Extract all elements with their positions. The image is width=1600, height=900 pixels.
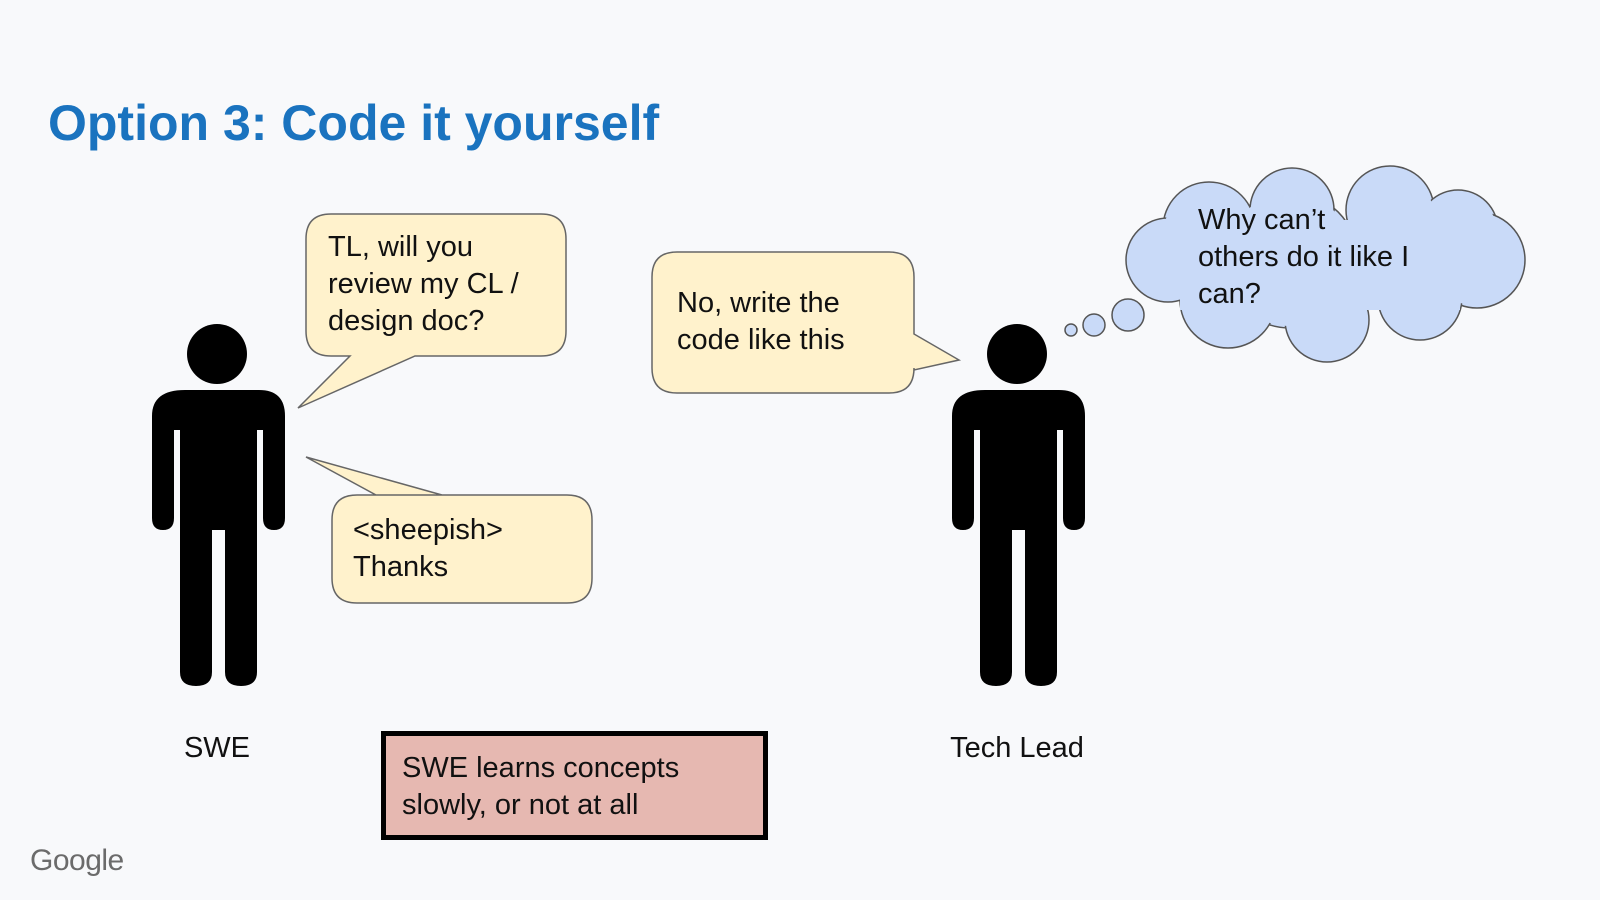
tech-lead-person-figure-icon	[952, 324, 1085, 686]
tech-lead-label: Tech Lead	[950, 732, 1084, 764]
tl-reply-text: No, write the code like this	[677, 285, 845, 359]
outcome-line: slowly, or not at all	[402, 789, 639, 821]
outcome-line: SWE learns concepts	[402, 752, 680, 784]
swe-request-bubble	[297, 213, 567, 409]
tl-reply-bubble	[651, 251, 962, 394]
thought-dot-large	[1111, 298, 1145, 332]
swe-thanks-line: Thanks	[353, 551, 449, 583]
tl-thought-cloud	[1125, 165, 1526, 363]
tl-reply-line: No, write the	[677, 287, 840, 319]
tl-thought-line: Why can’t	[1198, 204, 1326, 236]
swe-thanks-bubble	[305, 456, 593, 604]
swe-thanks-line: <sheepish>	[353, 514, 503, 546]
swe-request-line: design doc?	[328, 305, 485, 337]
thought-dot-small	[1064, 323, 1078, 337]
thought-dot-medium	[1082, 313, 1106, 337]
tl-thought-line: can?	[1198, 278, 1261, 310]
tl-thought-text: Why can’t others do it like I can?	[1198, 202, 1409, 313]
swe-request-text: TL, will you review my CL / design doc?	[328, 229, 519, 340]
tl-reply-line: code like this	[677, 324, 845, 356]
swe-thanks-text: <sheepish> Thanks	[353, 512, 503, 586]
swe-person-figure-icon	[152, 324, 285, 686]
swe-request-line: review my CL /	[328, 268, 519, 300]
swe-request-line: TL, will you	[328, 231, 474, 263]
google-logo: Google	[30, 844, 124, 877]
outcome-box: SWE learns concepts slowly, or not at al…	[381, 731, 768, 840]
slide-title: Option 3: Code it yourself	[48, 95, 660, 151]
swe-label: SWE	[183, 732, 251, 764]
tl-thought-line: others do it like I	[1198, 241, 1410, 273]
